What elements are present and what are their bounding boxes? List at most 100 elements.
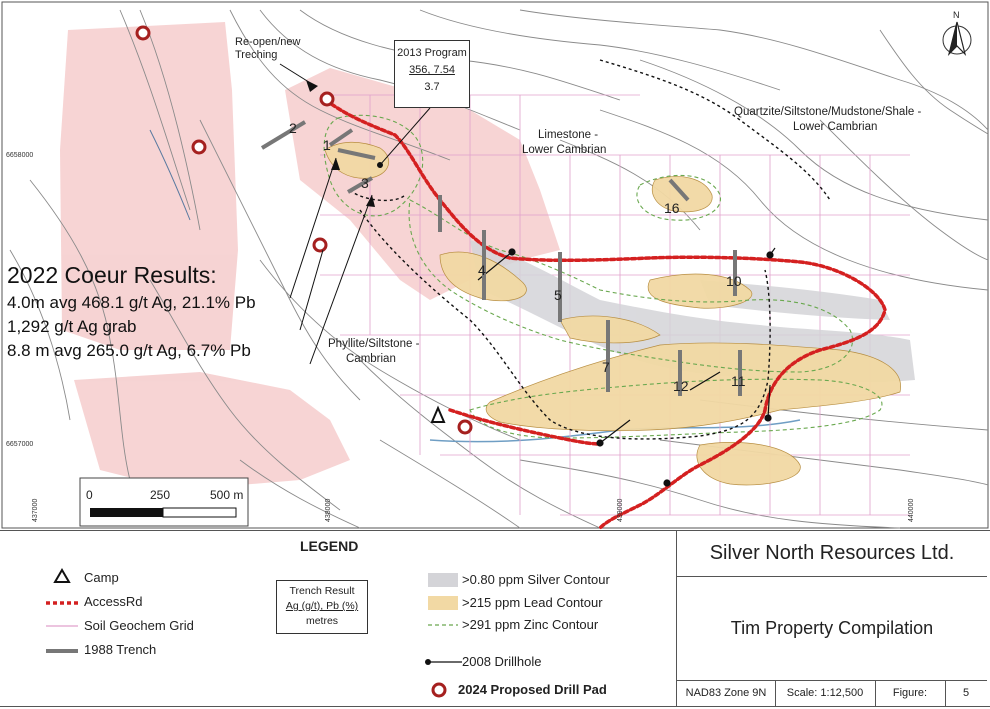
trench-labels: 2 1 3 4 5 7 10 11 12 16 — [289, 120, 746, 394]
north-label: N — [953, 10, 960, 20]
contact-small — [349, 189, 406, 202]
figure-label: Figure: — [875, 680, 946, 706]
drillhole-trace — [767, 384, 771, 419]
map-scale: Scale: 1:12,500 — [775, 680, 876, 706]
drill-pad-icon — [431, 682, 447, 698]
arrow-icon — [331, 158, 340, 170]
geology-label-phyllite: Phyllite/Siltstone - — [328, 338, 420, 350]
trench-label-1: 1 — [323, 137, 331, 153]
easting-label: 439000 — [617, 499, 624, 522]
trench-result-line1: Trench Result — [289, 585, 355, 597]
silver-swatch — [428, 573, 458, 587]
scale-bar: 0 250 500 m — [79, 477, 249, 527]
geology-label-phyllite-age: Cambrian — [346, 353, 396, 365]
reopen-label: Re-open/new — [235, 36, 300, 48]
trench-label-7: 7 — [602, 359, 610, 375]
drill-pad-icon — [319, 91, 335, 107]
program-2013-line1: 356, 7.54 — [409, 64, 455, 76]
legend-title: LEGEND — [300, 538, 359, 554]
bottom-border — [0, 706, 990, 707]
trench-1b — [337, 148, 376, 160]
geology-label-limestone: Limestone - — [538, 129, 598, 141]
drillhole-collar — [663, 479, 671, 487]
soil-anomaly-west — [60, 22, 238, 350]
drillhole-collar — [596, 439, 604, 447]
zinc-contour-central — [408, 199, 854, 373]
soil-anomaly-central — [285, 68, 560, 300]
program-2013-pointer — [377, 162, 383, 168]
map-title: Tim Property Compilation — [677, 576, 987, 681]
coeur-result-2: 1,292 g/t Ag grab — [7, 317, 137, 336]
easting-label: 437000 — [32, 499, 39, 522]
geology-label-limestone-age: Lower Cambrian — [522, 144, 606, 156]
creek-west — [149, 129, 191, 221]
trench-16 — [668, 178, 690, 202]
trench-label-2: 2 — [289, 120, 297, 136]
legend-camp: Camp — [84, 570, 119, 585]
lead-contour-main — [485, 342, 901, 432]
figure-number: 5 — [962, 687, 970, 699]
soil-anomaly-areas — [60, 22, 560, 490]
northing-label: 6657000 — [6, 441, 33, 448]
coeur-leader-1 — [289, 157, 337, 299]
trenches-1988 — [260, 120, 742, 396]
trench-label-4: 4 — [478, 262, 486, 278]
trench-result-line2: Ag (g/t), Pb (%) — [285, 600, 359, 612]
geology-label-quartzite: Quartzite/Siltstone/Mudstone/Shale - — [734, 106, 921, 118]
legend-trench-1988: 1988 Trench — [84, 642, 157, 657]
trench-1 — [328, 128, 354, 147]
map-canvas: 2 1 3 4 5 7 10 11 12 16 Re-open/new Trec… — [0, 0, 990, 530]
map-frame — [1, 1, 989, 529]
coeur-leaders — [289, 157, 373, 365]
program-2013-callout: 2013 Program 356, 7.54 3.7 — [394, 40, 470, 108]
lead-contours — [324, 141, 901, 486]
easting-label: 438000 — [325, 499, 332, 522]
camp-icon — [53, 568, 71, 583]
legend-drillhole: 2008 Drillhole — [462, 654, 542, 669]
coeur-leader-3 — [309, 194, 373, 365]
easting-label: 440000 — [908, 499, 915, 522]
scale-tick-mid: 250 — [150, 488, 170, 502]
drillhole-swatch — [425, 659, 462, 665]
camp-icon — [430, 405, 446, 423]
coeur-result-3: 8.8 m avg 265.0 g/t Ag, 6.7% Pb — [7, 341, 251, 360]
coeur-results-title: 2022 Coeur Results: — [7, 262, 217, 288]
drillhole-trace — [599, 419, 631, 444]
geology-labels: Quartzite/Siltstone/Mudstone/Shale - Low… — [328, 106, 921, 365]
drillhole-collar — [764, 414, 772, 422]
datum: NAD83 Zone 9N — [677, 680, 776, 706]
title-block: Silver North Resources Ltd. Tim Property… — [676, 530, 987, 706]
coeur-arrowheads — [331, 158, 375, 207]
lead-contour-trench-10 — [647, 273, 753, 309]
trench-result-line3: metres — [305, 615, 339, 627]
drill-pad-icon — [135, 25, 151, 41]
trench-2 — [260, 120, 307, 150]
trench-label-16: 16 — [664, 200, 680, 216]
lead-swatch — [428, 596, 458, 610]
arrow-icon — [366, 195, 375, 207]
drill-pad-icon — [191, 139, 207, 155]
trench-label-11: 11 — [731, 373, 746, 389]
reopen-arrow-icon — [306, 80, 318, 92]
zinc-contour-north — [323, 114, 424, 217]
program-2013-line2: 3.7 — [424, 81, 440, 93]
drillhole-collar — [508, 248, 516, 256]
legend: LEGEND Camp AccessRd Soil Geochem Grid 1… — [0, 530, 990, 709]
legend-trench-result: Trench Result Ag (g/t), Pb (%) metres — [276, 580, 368, 634]
legend-silver: >0.80 ppm Silver Contour — [462, 572, 610, 587]
legend-access-rd: AccessRd — [84, 594, 143, 609]
drill-pads-2024 — [135, 25, 473, 435]
title-block-footer: NAD83 Zone 9N Scale: 1:12,500 Figure: 5 — [677, 680, 987, 706]
program-2013-leader — [379, 107, 431, 166]
access-road-swatch — [46, 601, 78, 605]
drillhole-trace — [689, 371, 721, 391]
legend-drill-pad: 2024 Proposed Drill Pad — [458, 682, 607, 697]
scale-tick-0: 0 — [86, 488, 93, 502]
grid-coordinates: 6658000 6657000 437000 438000 439000 440… — [6, 152, 915, 522]
coeur-leader-2 — [299, 249, 324, 331]
trench-label-5: 5 — [554, 287, 562, 303]
coeur-result-1: 4.0m avg 468.1 g/t Ag, 21.1% Pb — [7, 293, 256, 312]
legend-divider — [0, 530, 990, 531]
legend-zinc: >291 ppm Zinc Contour — [462, 617, 599, 632]
north-arrow-icon: N — [942, 10, 972, 56]
